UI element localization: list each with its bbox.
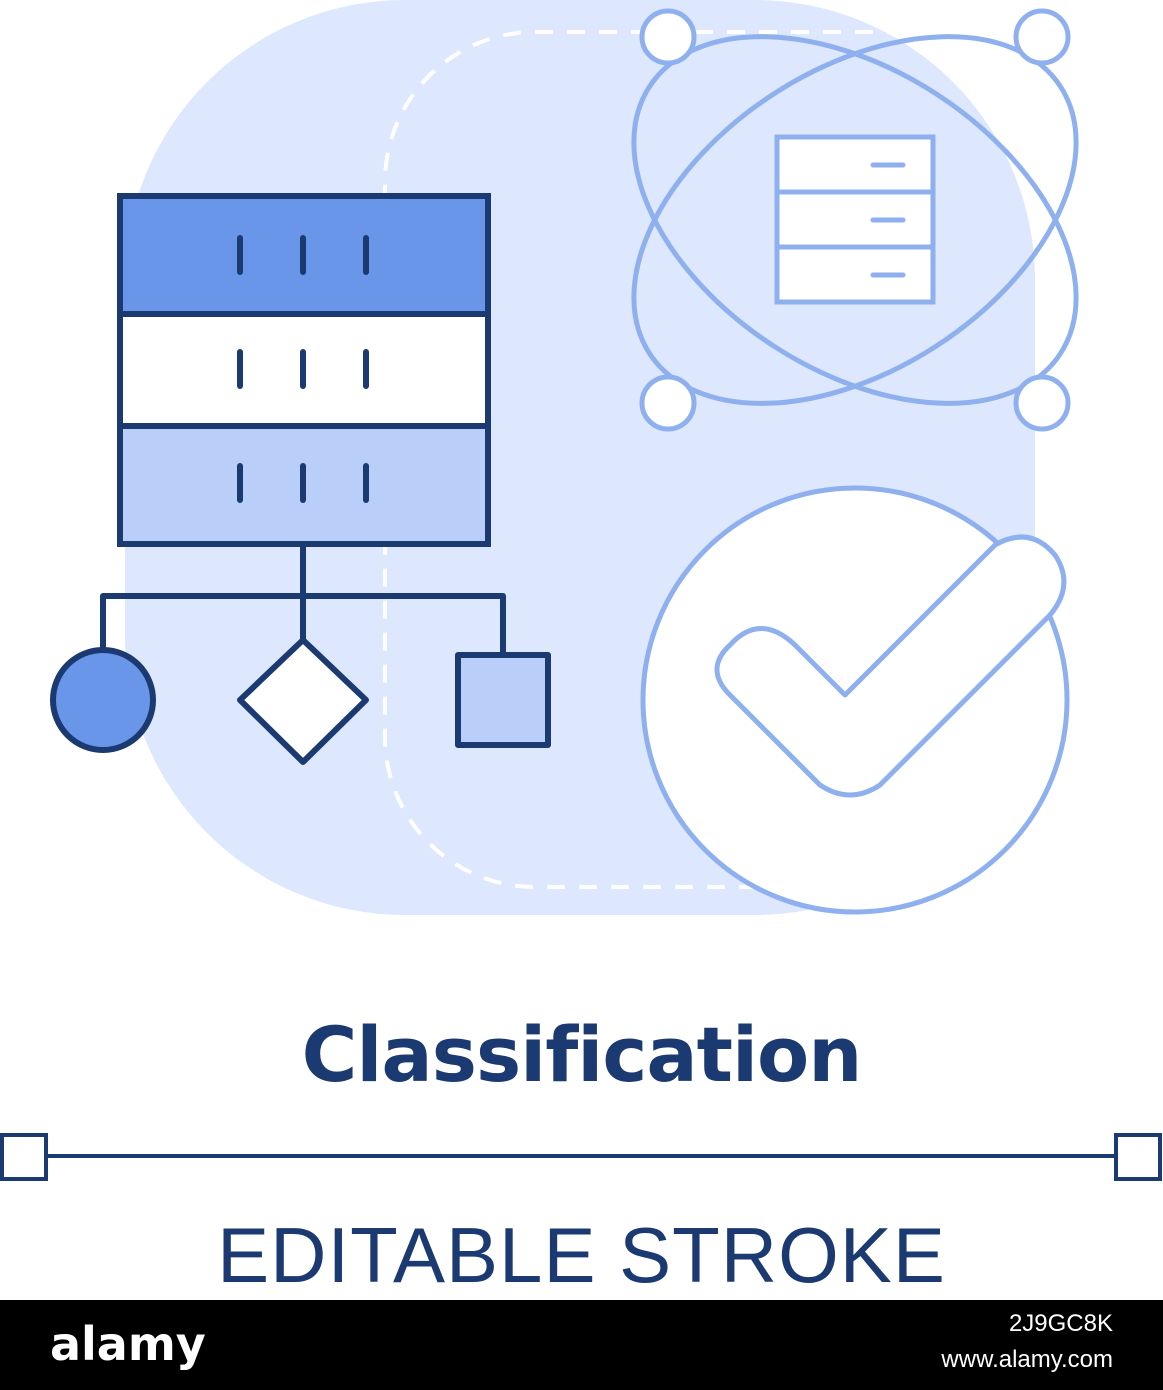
server-icon	[774, 134, 936, 305]
classification-illustration	[50, 0, 1079, 915]
square-node	[455, 652, 551, 748]
atom-orbit-icon	[631, 8, 1079, 432]
image-id: 2J9GC8K	[1008, 1310, 1113, 1337]
icon-subtitle: EDITABLE STROKE	[217, 1211, 946, 1299]
database-table-icon	[117, 193, 491, 547]
watermark-footer: alamy 2J9GC8K www.alamy.com	[0, 1300, 1163, 1390]
alamy-logo: alamy	[50, 1317, 206, 1371]
stroke-handle-right	[1114, 1133, 1162, 1181]
checkmark-icon	[714, 534, 1067, 798]
site-url: www.alamy.com	[941, 1346, 1113, 1373]
decision-tree-icon	[50, 544, 551, 765]
image-id-block: 2J9GC8K www.alamy.com	[941, 1306, 1113, 1378]
diamond-node	[237, 637, 369, 765]
checkmark-circle-icon	[640, 485, 1070, 915]
icon-title: Classification	[301, 1010, 863, 1099]
stroke-handle-left	[0, 1133, 48, 1181]
editable-stroke-line	[0, 1133, 1162, 1181]
circle-node	[50, 647, 156, 753]
